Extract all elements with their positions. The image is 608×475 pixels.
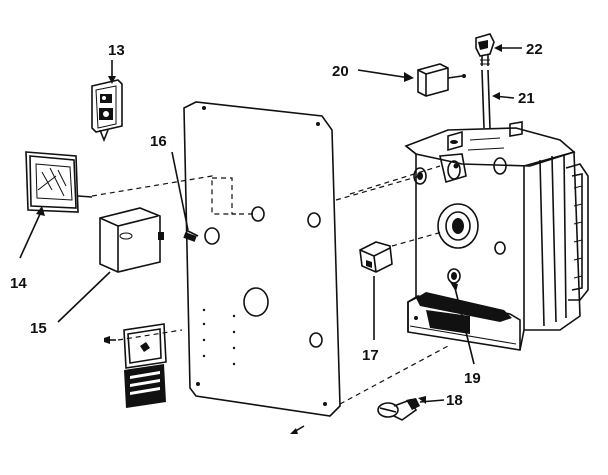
- boiler-body: [404, 121, 589, 351]
- leader-panel-to-base: [339, 345, 449, 405]
- label-13: 13: [108, 42, 125, 59]
- part-22-valve-top: [475, 33, 522, 66]
- label-20: 20: [332, 63, 349, 80]
- leader-gauge-to-panel: [91, 175, 236, 215]
- label-18: 18: [446, 392, 463, 409]
- label-21: 21: [518, 90, 535, 107]
- part-18-drain-valve: [377, 396, 445, 421]
- leader-panel-to-body-upper: [335, 175, 421, 201]
- label-16: 16: [150, 133, 167, 150]
- access-covers: [123, 323, 167, 408]
- part-20-relay: [357, 63, 466, 97]
- part-21-rod: [481, 69, 515, 129]
- part-14-gauge: [19, 151, 93, 259]
- part-13-control-module: [91, 60, 123, 143]
- leader-panel-to-body-upper2: [349, 165, 441, 195]
- label-22: 22: [526, 41, 543, 58]
- part-19-burner: [450, 282, 475, 365]
- label-19: 19: [464, 370, 481, 387]
- label-17: 17: [362, 347, 379, 364]
- part-17-plug: [359, 241, 393, 340]
- label-14: 14: [10, 275, 27, 292]
- label-15: 15: [30, 320, 47, 337]
- part-15-control-box: [57, 207, 164, 323]
- leader-plug-to-port: [391, 231, 443, 247]
- mounting-plate: [183, 101, 341, 417]
